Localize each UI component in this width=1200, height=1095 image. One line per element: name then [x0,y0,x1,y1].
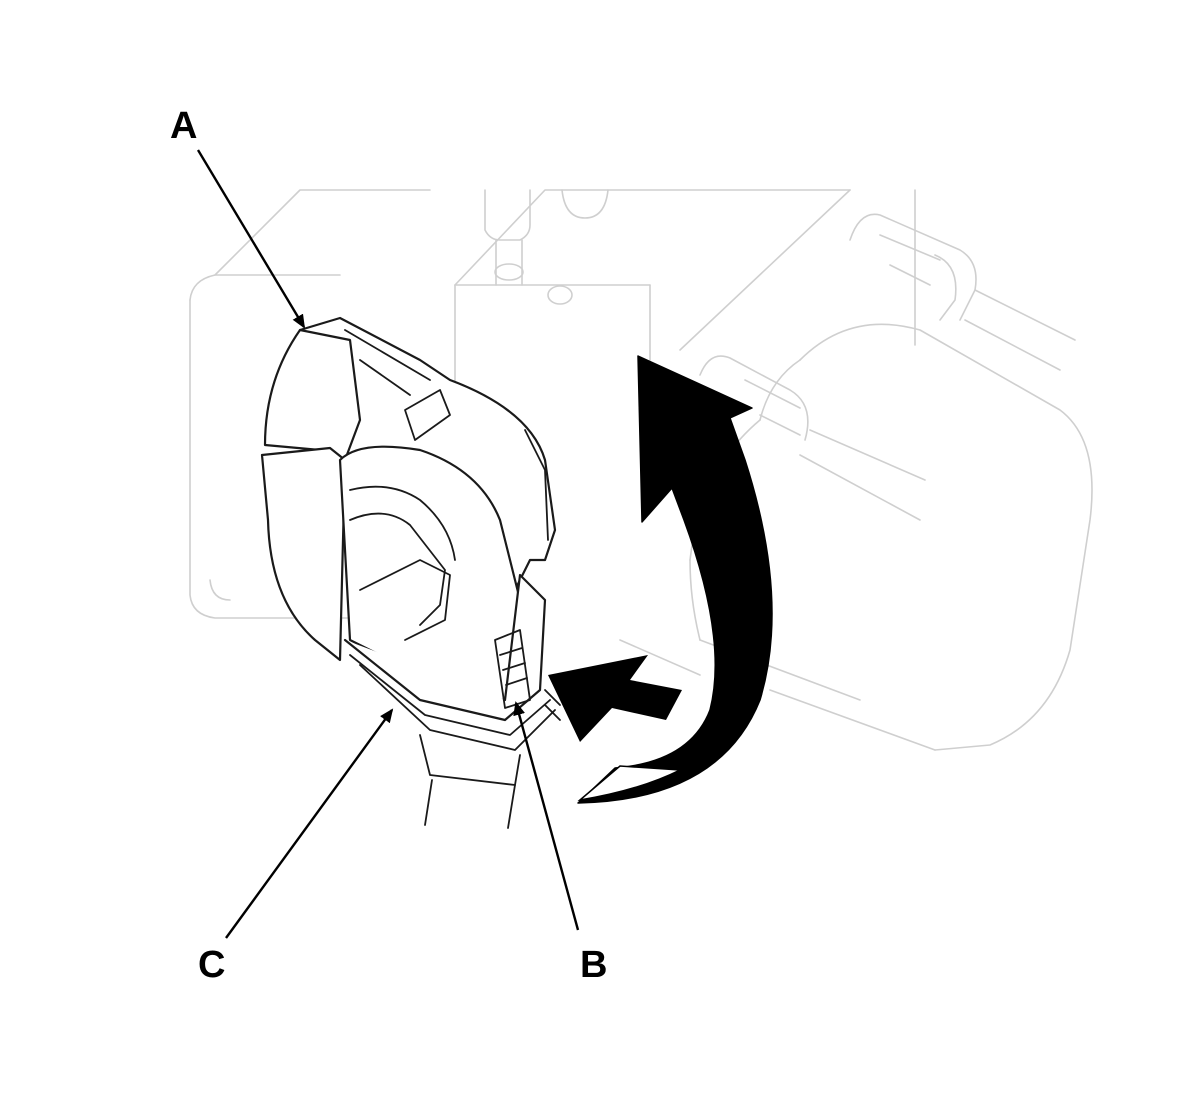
callout-label-a: A [170,105,197,147]
connector-body [260,316,557,702]
leader-line-b [513,701,580,931]
leader-line-c [225,708,394,939]
connector-lock-lever [343,573,556,829]
callout-label-b: B [580,944,607,986]
rotation-direction-arrow [577,355,773,804]
lock-tab [494,629,561,721]
modulator-unit-background [189,189,1093,751]
leader-line-a [196,149,306,329]
callout-label-c: C [198,944,225,986]
push-direction-arrow [548,655,682,742]
